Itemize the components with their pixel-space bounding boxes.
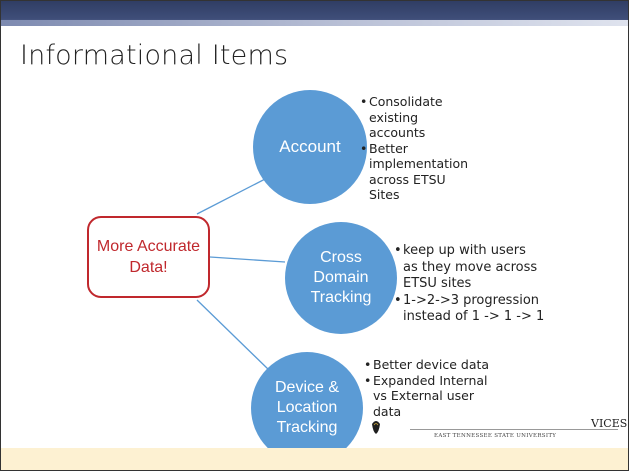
account-bullets: Consolidate existing accounts Better imp…: [360, 94, 477, 203]
node-cross-domain-label: Cross Domain Tracking: [310, 249, 372, 306]
slide-title: Informational Items: [20, 40, 289, 71]
university-name: EAST TENNESSEE STATE UNIVERSITY: [434, 433, 557, 439]
bullet-item: Better implementation across ETSU Sites: [360, 141, 468, 203]
logo-divider: [410, 429, 618, 430]
bullet-item: Expanded Internal vs External user data: [364, 373, 503, 420]
logo-text: VICES: [591, 417, 628, 430]
node-account: Account: [253, 90, 367, 204]
node-account-label: Account: [279, 137, 341, 156]
node-device-location-label: Device & Location Tracking: [274, 379, 340, 436]
node-cross-domain-tracking: Cross Domain Tracking: [285, 222, 397, 334]
bullet-item: 1->2->3 progression instead of 1 -> 1 ->…: [394, 293, 553, 326]
bullet-item: Better device data: [364, 357, 523, 373]
connector-device: [196, 299, 271, 372]
bullet-item: Consolidate existing accounts: [360, 94, 477, 141]
connector-account: [196, 176, 270, 215]
device-bullets: Better device data Expanded Internal vs …: [364, 357, 523, 419]
node-device-location-tracking: Device & Location Tracking: [251, 352, 363, 464]
header-band: [0, 0, 629, 26]
center-box-more-accurate-data: More Accurate Data!: [87, 216, 210, 298]
bullet-item: keep up with users as they move across E…: [394, 243, 538, 293]
connector-cross-domain: [209, 256, 286, 263]
footer-bar: [0, 448, 629, 471]
cross-domain-bullets: keep up with users as they move across E…: [394, 243, 553, 326]
university-emblem-icon: [372, 421, 380, 434]
